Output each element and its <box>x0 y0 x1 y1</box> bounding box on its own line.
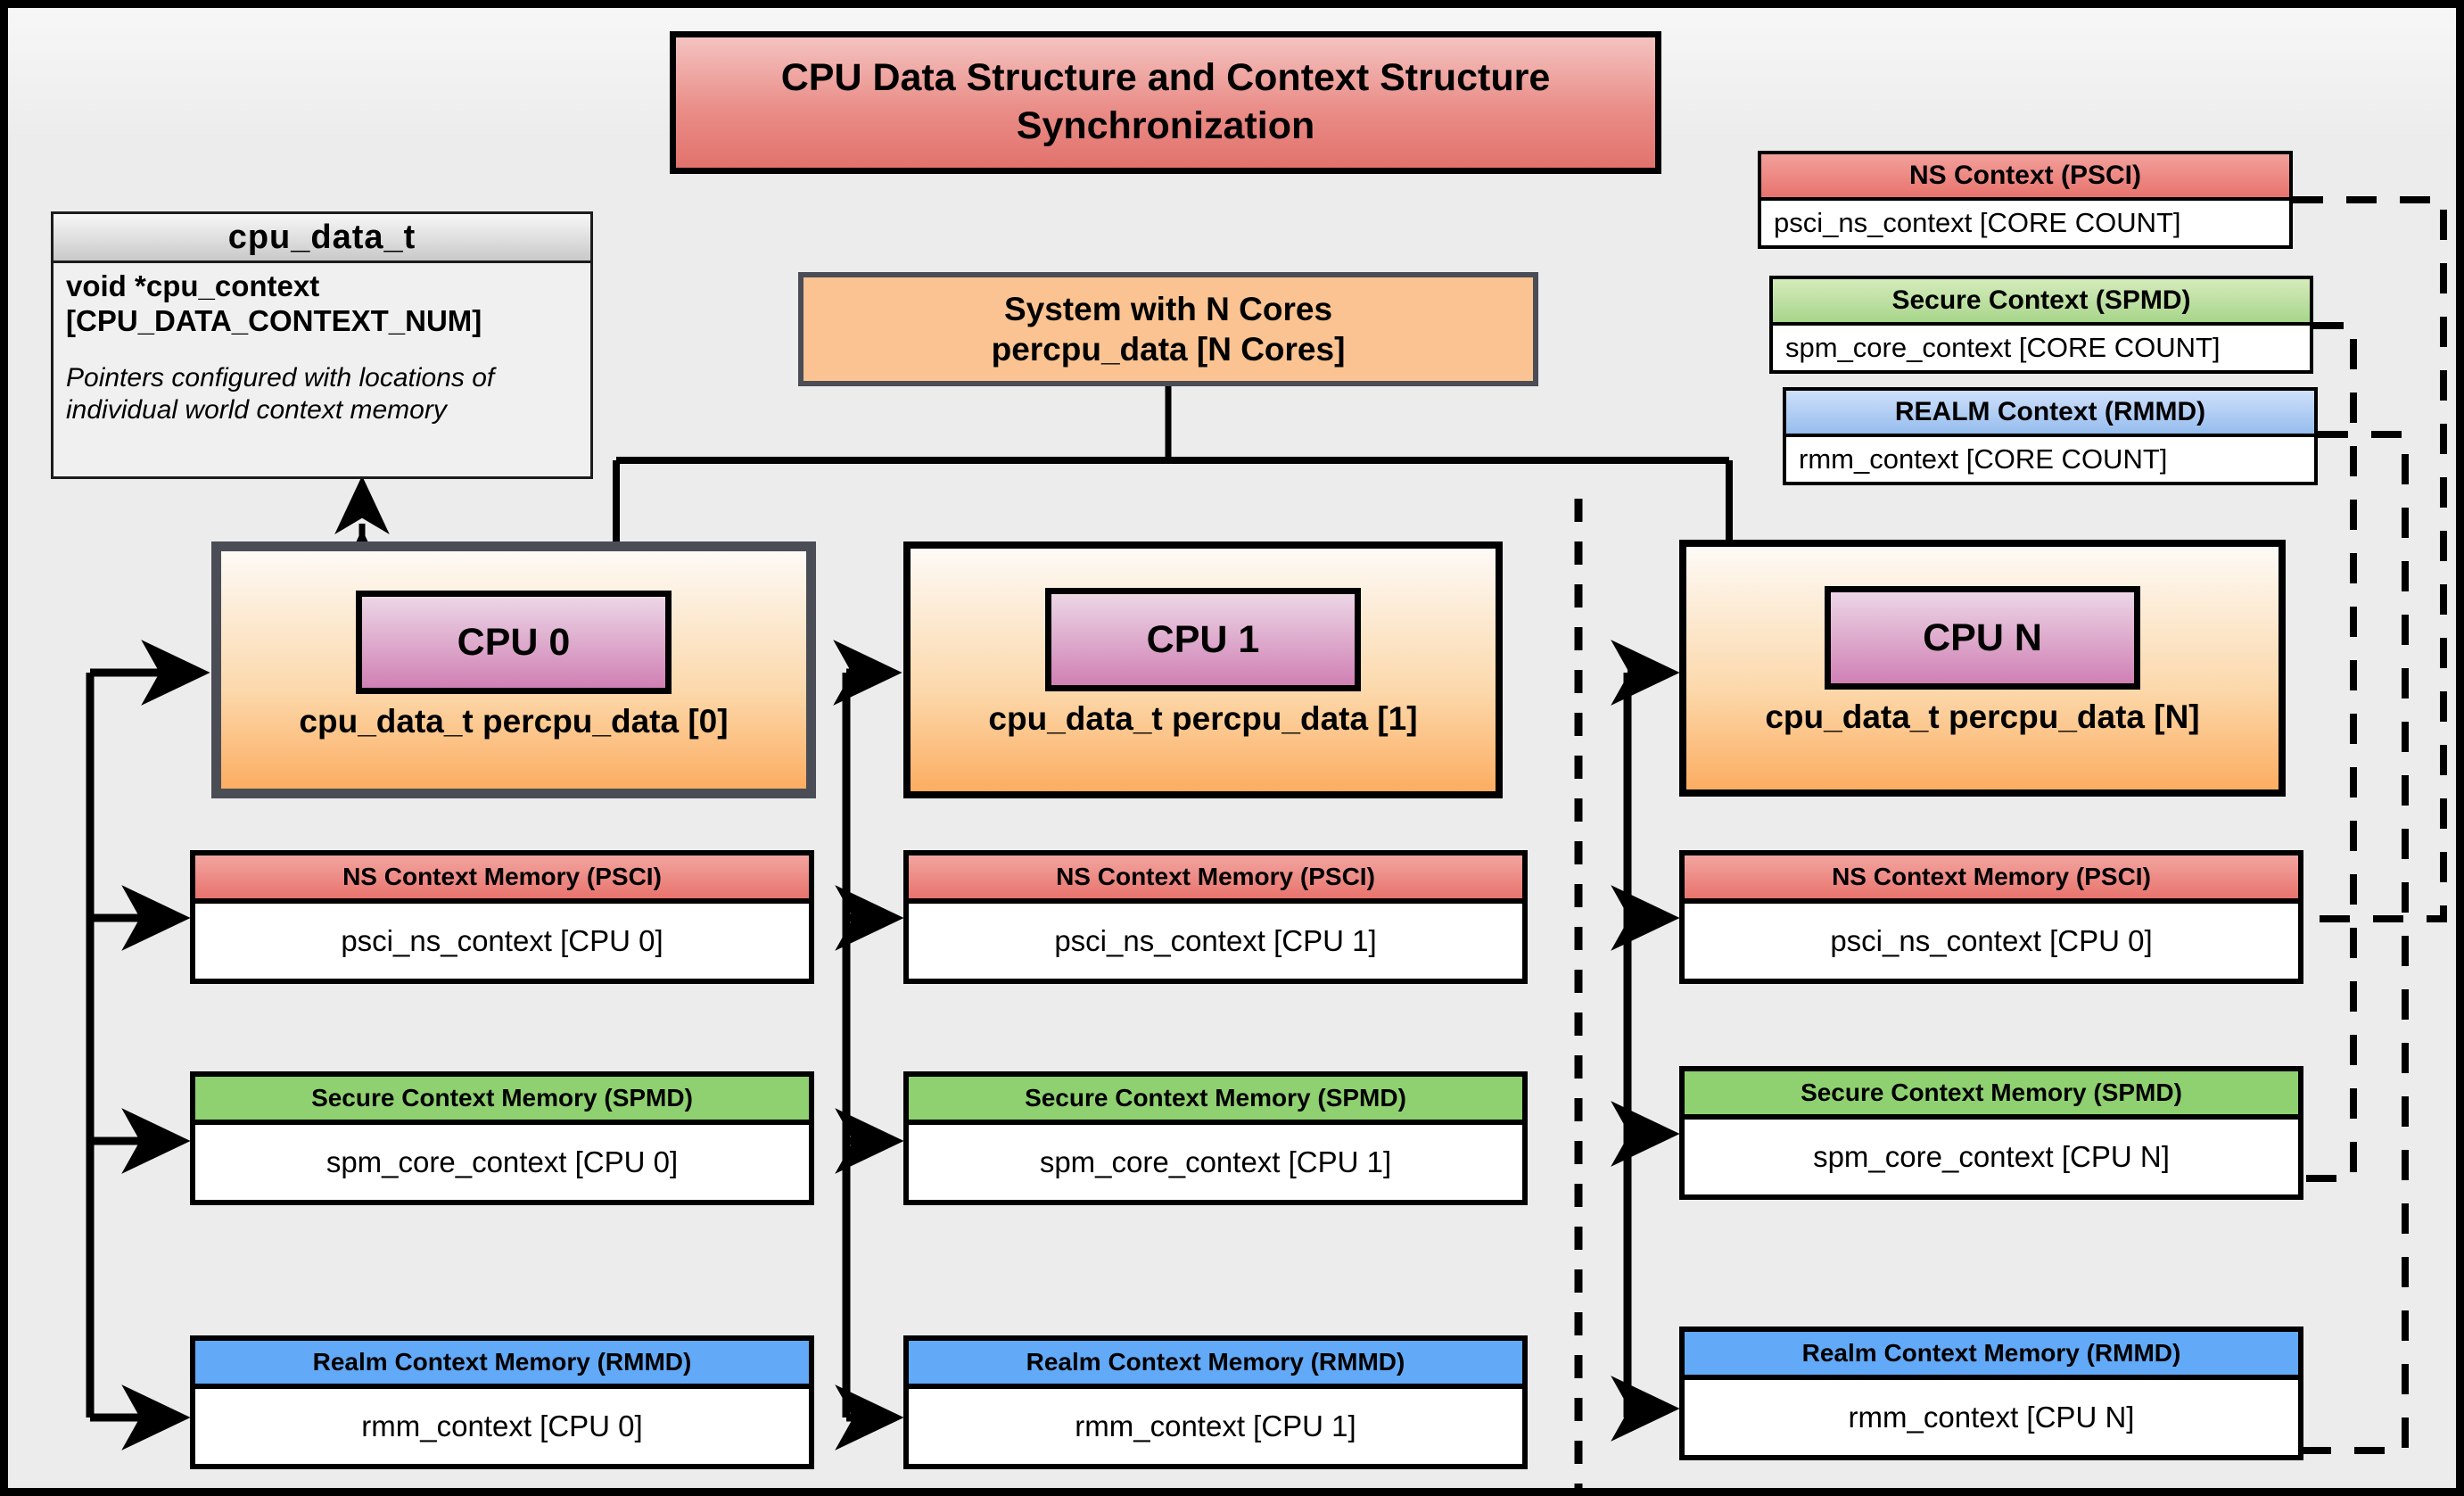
cpu-n-ns-context-header: NS Context Memory (PSCI) <box>1685 855 2298 904</box>
cpu-1-secure-context-header: Secure Context Memory (SPMD) <box>909 1077 1522 1125</box>
cpu-n-chip: CPU N <box>1825 586 2140 690</box>
cpu-0-secure-context-header: Secure Context Memory (SPMD) <box>195 1077 809 1125</box>
cpu-1-ns-context-header: NS Context Memory (PSCI) <box>909 855 1522 904</box>
cpu-1-secure-context-body: spm_core_context [CPU 1] <box>1039 1145 1392 1178</box>
cpu-n-label: cpu_data_t percpu_data [N] <box>1765 698 2200 735</box>
system-line-2: percpu_data [N Cores] <box>991 331 1346 368</box>
cpu-0-realm-context-header: Realm Context Memory (RMMD) <box>195 1341 809 1389</box>
cpu-0-realm-context-body: rmm_context [CPU 0] <box>361 1409 643 1442</box>
legend-realm-context: REALM Context (RMMD) rmm_context [CORE C… <box>1783 387 2318 485</box>
cpu-data-t-header: cpu_data_t <box>54 214 590 263</box>
cpu-0-label: cpu_data_t percpu_data [0] <box>299 703 729 740</box>
cpu-n-secure-context-body: spm_core_context [CPU N] <box>1813 1140 2170 1173</box>
cpu-1-realm-context-body: rmm_context [CPU 1] <box>1075 1409 1356 1442</box>
cpu-0-secure-context-card: Secure Context Memory (SPMD) spm_core_co… <box>190 1071 814 1205</box>
cpu-data-t-card: cpu_data_t void *cpu_context [CPU_DATA_C… <box>51 211 593 479</box>
cpu-n-secure-context-card: Secure Context Memory (SPMD) spm_core_co… <box>1679 1066 2303 1200</box>
system-line-1: System with N Cores <box>1003 290 1333 327</box>
cpu-data-t-body: void *cpu_context [CPU_DATA_CONTEXT_NUM]… <box>54 260 590 476</box>
legend-secure-body: spm_core_context [CORE COUNT] <box>1785 332 2221 363</box>
system-overview-box: System with N Cores percpu_data [N Cores… <box>798 272 1538 386</box>
legend-ns-body: psci_ns_context [CORE COUNT] <box>1774 207 2181 238</box>
cpu-data-t-note: Pointers configured with locations of in… <box>66 362 495 425</box>
cpu-1-secure-context-card: Secure Context Memory (SPMD) spm_core_co… <box>903 1071 1528 1205</box>
cpu-0-chip: CPU 0 <box>356 591 672 694</box>
cpu-1-label: cpu_data_t percpu_data [1] <box>988 700 1418 737</box>
cpu-0-realm-context-card: Realm Context Memory (RMMD) rmm_context … <box>190 1335 814 1469</box>
legend-secure-header: Secure Context (SPMD) <box>1773 279 2310 326</box>
cpu-1-chip: CPU 1 <box>1045 588 1361 691</box>
cpu-0-ns-context-body: psci_ns_context [CPU 0] <box>341 924 663 957</box>
cpu-0-ns-context-header: NS Context Memory (PSCI) <box>195 855 809 904</box>
cpu-1-box: CPU 1 cpu_data_t percpu_data [1] <box>903 541 1503 798</box>
cpu-n-ns-context-body: psci_ns_context [CPU 0] <box>1830 924 2153 957</box>
cpu-n-realm-context-header: Realm Context Memory (RMMD) <box>1685 1332 2298 1380</box>
cpu-1-ns-context-body: psci_ns_context [CPU 1] <box>1054 924 1377 957</box>
cpu-0-ns-context-card: NS Context Memory (PSCI) psci_ns_context… <box>190 850 814 984</box>
legend-secure-context: Secure Context (SPMD) spm_core_context [… <box>1769 276 2313 374</box>
cpu-n-secure-context-header: Secure Context Memory (SPMD) <box>1685 1071 2298 1120</box>
cpu-n-box: CPU N cpu_data_t percpu_data [N] <box>1679 540 2286 797</box>
legend-realm-body: rmm_context [CORE COUNT] <box>1799 443 2168 475</box>
legend-realm-header: REALM Context (RMMD) <box>1786 391 2314 437</box>
cpu-data-t-field: void *cpu_context [CPU_DATA_CONTEXT_NUM] <box>66 269 482 337</box>
cpu-0-box: CPU 0 cpu_data_t percpu_data [0] <box>211 541 816 798</box>
legend-ns-header: NS Context (PSCI) <box>1761 154 2289 201</box>
cpu-0-secure-context-body: spm_core_context [CPU 0] <box>326 1145 679 1178</box>
cpu-n-realm-context-body: rmm_context [CPU N] <box>1848 1401 2135 1434</box>
legend-ns-context: NS Context (PSCI) psci_ns_context [CORE … <box>1758 151 2293 249</box>
cpu-1-realm-context-header: Realm Context Memory (RMMD) <box>909 1341 1522 1389</box>
cpu-1-ns-context-card: NS Context Memory (PSCI) psci_ns_context… <box>903 850 1528 984</box>
cpu-n-ns-context-card: NS Context Memory (PSCI) psci_ns_context… <box>1679 850 2303 984</box>
cpu-n-realm-context-card: Realm Context Memory (RMMD) rmm_context … <box>1679 1327 2303 1460</box>
cpu-1-realm-context-card: Realm Context Memory (RMMD) rmm_context … <box>903 1335 1528 1469</box>
page-title: CPU Data Structure and Context Structure… <box>670 31 1661 174</box>
